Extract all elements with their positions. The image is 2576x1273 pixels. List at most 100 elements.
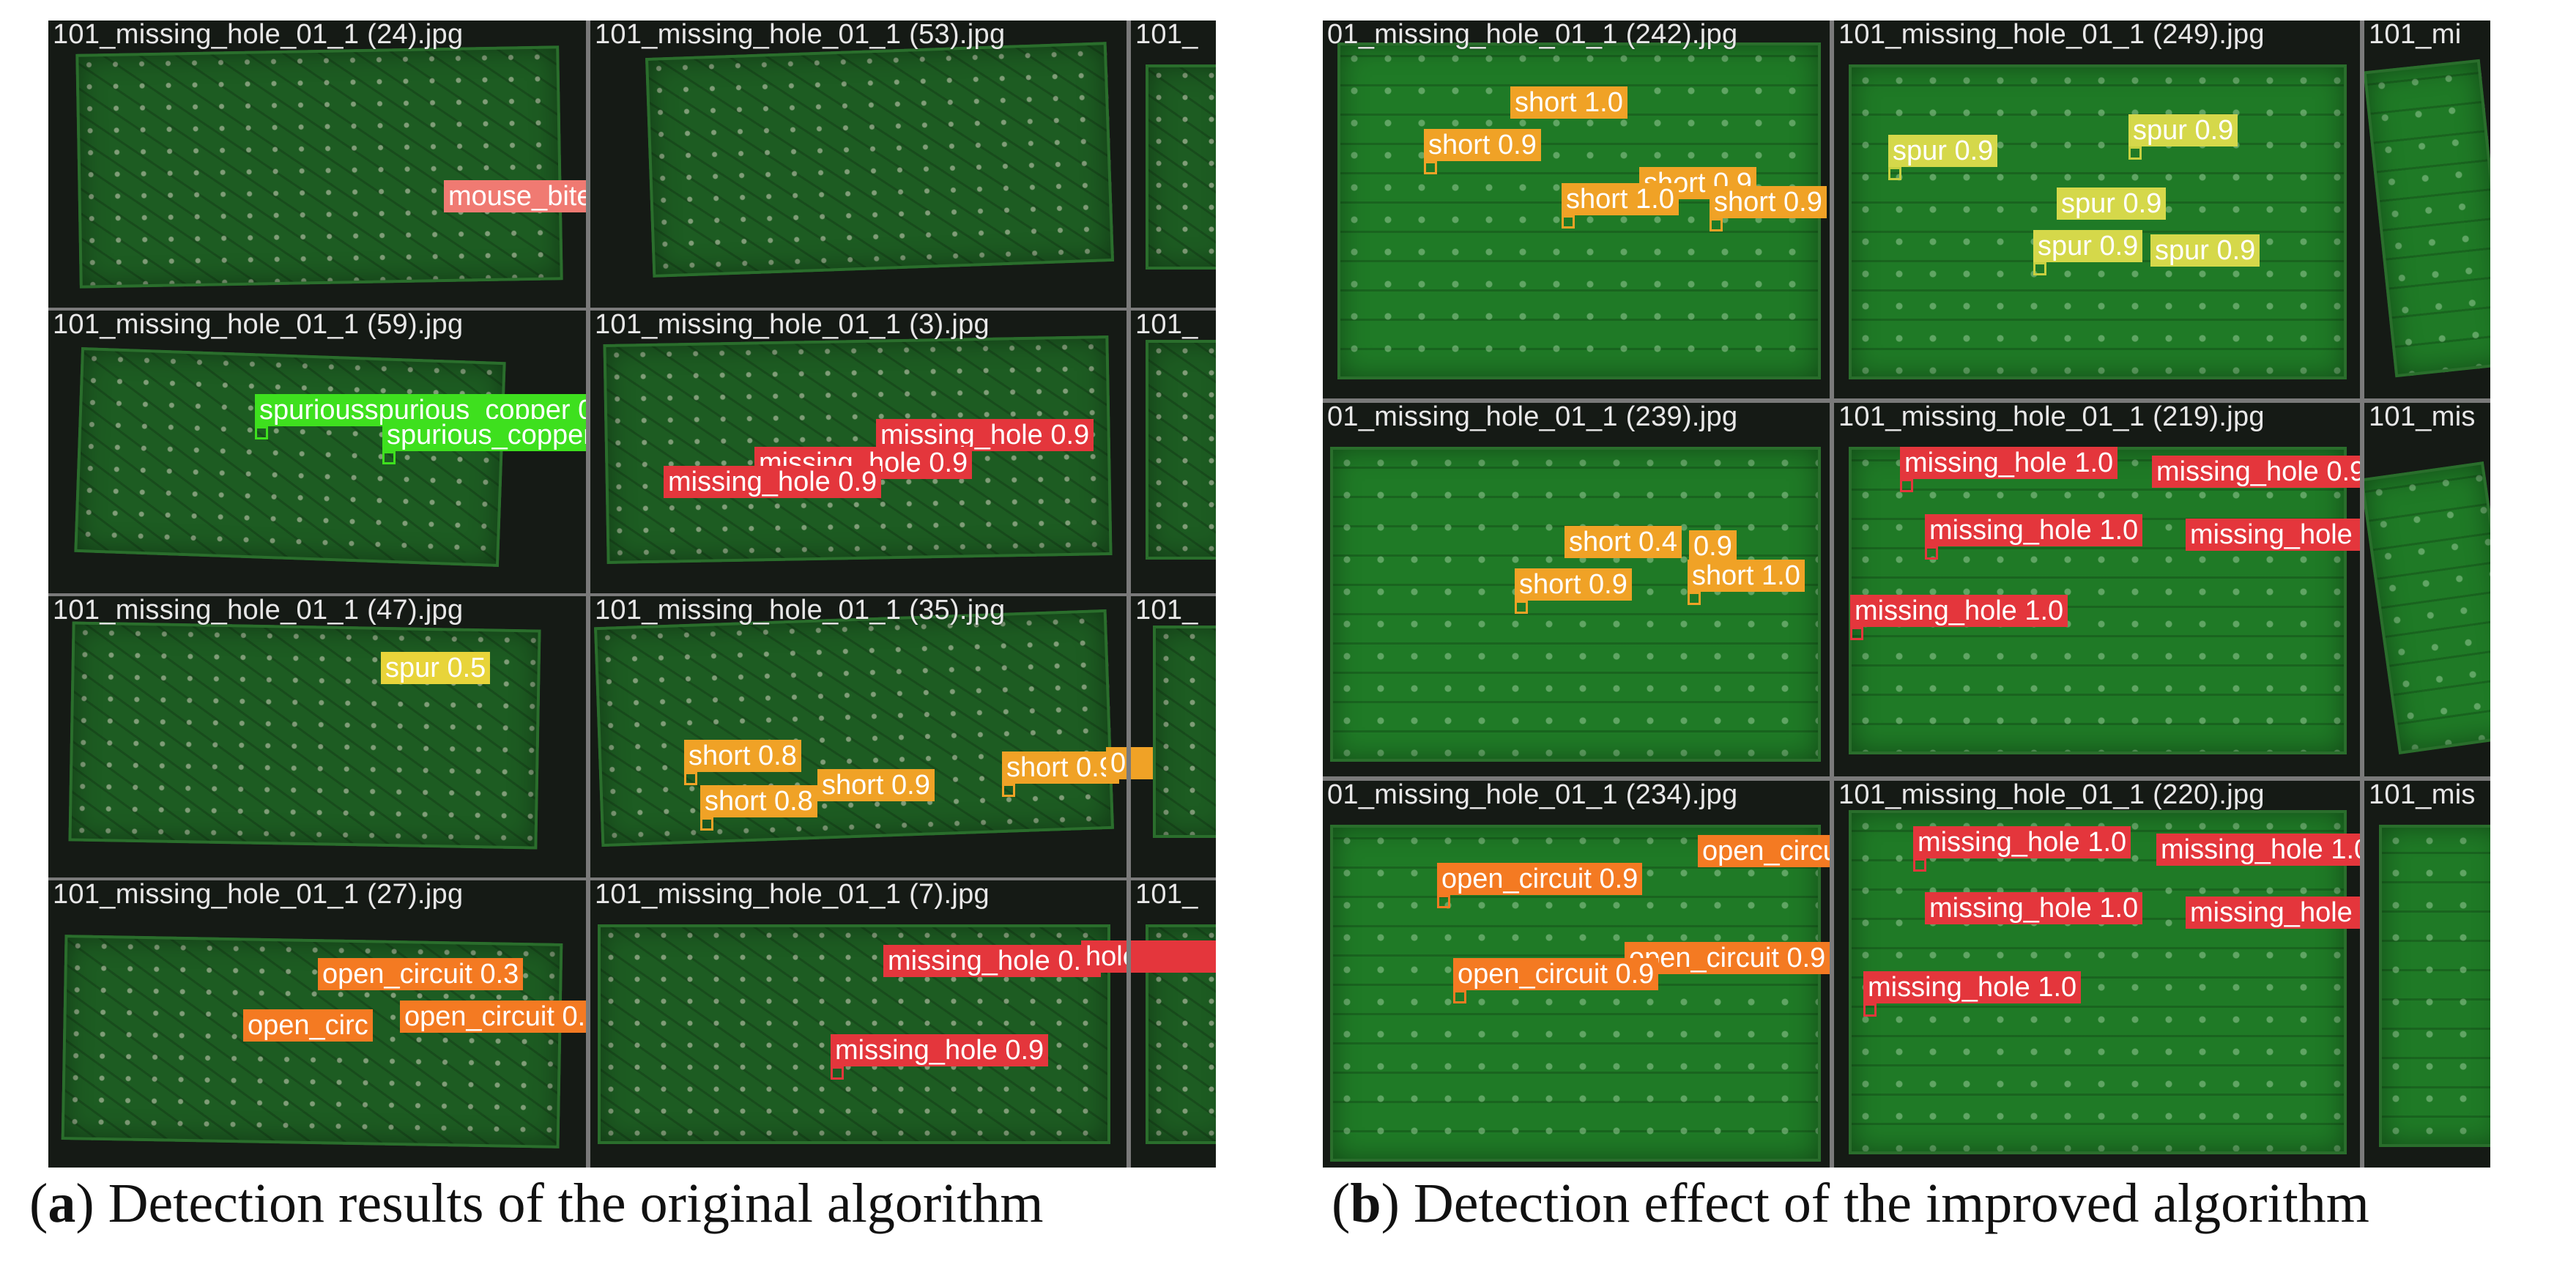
cell-a-10: 101_missing_hole_01_1 (27).jpg open_circ…	[48, 880, 586, 1168]
detection-label: open_circuit 0.9	[1437, 863, 1643, 895]
cell-a-11: 101_missing_hole_01_1 (7).jpg missing_ho…	[590, 880, 1126, 1168]
image-filename: 101_missing_hole_01_1 (59).jpg	[53, 311, 464, 340]
detection-label: short 0.9	[1002, 751, 1119, 784]
cell-b-5: 101_missing_hole_01_1 (219).jpg missing_…	[1834, 403, 2360, 776]
detection-label: open_circ	[243, 1009, 373, 1042]
image-filename: 101_	[1135, 21, 1198, 50]
detection-box	[1453, 990, 1466, 1003]
detection-label: missing_hole 1.0	[2156, 834, 2360, 866]
detection-label: spur 0.5	[381, 652, 491, 684]
detection-label: open_circuit 0.9	[1625, 942, 1830, 974]
detection-label: short 0.4	[1564, 526, 1682, 558]
image-filename: 01_missing_hole_01_1 (242).jpg	[1327, 21, 1738, 50]
detection-label: missing_hole 0.9	[664, 466, 882, 498]
image-filename: 101_missing_hole_01_1 (35).jpg	[595, 596, 1006, 626]
detection-box	[2128, 146, 2142, 160]
detection-label: spur 0.9	[2128, 114, 2238, 146]
image-filename: 01_missing_hole_01_1 (234).jpg	[1327, 781, 1738, 810]
pcb-board	[75, 45, 563, 289]
detection-label: missing_hole 0.9	[876, 419, 1094, 451]
detection-box	[700, 817, 713, 831]
cell-a-3: 101_	[1131, 21, 1216, 308]
detection-box	[1424, 161, 1437, 174]
cell-b-2: 101_missing_hole_01_1 (249).jpg spur 0.9…	[1834, 21, 2360, 398]
detection-label: missing_hole 1.0	[1913, 826, 2131, 858]
image-filename: 101_missing_hole_01_1 (249).jpg	[1838, 21, 2265, 50]
panel-b: 01_missing_hole_01_1 (242).jpg short 1.0…	[1323, 21, 2490, 1168]
detection-box	[1913, 858, 1926, 872]
cell-b-3: 101_mi	[2364, 21, 2490, 398]
detection-label: missing_hole 1.0	[1863, 971, 2082, 1003]
pcb-board	[1849, 447, 2347, 754]
detection-label: open_circuit 0.9	[1698, 835, 1830, 867]
detection-label: open_circuit 0.9	[1453, 958, 1659, 990]
detection-label: mouse_bite 0.3	[444, 180, 586, 212]
detection-label: hole	[1081, 940, 1126, 973]
caption-open: (	[29, 1173, 48, 1234]
cell-b-9: 101_mis	[2364, 781, 2490, 1168]
cell-a-12: 101_	[1131, 880, 1216, 1168]
detection-label: open_circuit 0.3	[400, 1001, 586, 1033]
pcb-board	[1330, 447, 1821, 762]
detection-label: open_circuit 0.3	[318, 958, 524, 990]
detection-label: missing_hole 1.0	[2186, 897, 2360, 929]
pcb-board	[74, 346, 506, 568]
detection-label: spur 0.9	[1888, 135, 1998, 167]
pcb-board	[1153, 626, 1216, 838]
image-filename: 101_missing_hole_01_1 (219).jpg	[1838, 403, 2265, 432]
detection-label: short 1.0	[1510, 86, 1627, 119]
image-filename: 101_	[1135, 596, 1198, 626]
detection-label: short 1.0	[1562, 183, 1679, 215]
detection-box	[2033, 262, 2046, 275]
cell-a-2: 101_missing_hole_01_1 (53).jpg	[590, 21, 1126, 308]
image-filename: 101_missing_hole_01_1 (27).jpg	[53, 880, 464, 910]
caption-b: (b) Detection effect of the improved alg…	[1332, 1172, 2369, 1236]
cell-b-1: 01_missing_hole_01_1 (242).jpg short 1.0…	[1323, 21, 1830, 398]
pcb-board	[2364, 461, 2490, 754]
pcb-board	[2364, 59, 2490, 378]
cell-b-4: 01_missing_hole_01_1 (239).jpg short 0.4…	[1323, 403, 1830, 776]
caption-a: (a) Detection results of the original al…	[29, 1172, 1044, 1236]
detection-label: missing_hole 1.0	[1925, 892, 2143, 924]
detection-box	[684, 772, 697, 785]
image-filename: 101_missing_hole_01_1 (47).jpg	[53, 596, 464, 626]
detection-label: spurious_copper 0.6	[382, 419, 586, 451]
detection-box	[1888, 167, 1901, 180]
detection-box	[1515, 601, 1528, 614]
detection-label: missing_hole 1.0	[1850, 595, 2068, 627]
detection-label: short 0.8	[684, 740, 801, 772]
detection-box	[1900, 479, 1913, 492]
detection-label: short 0.9	[1515, 568, 1632, 601]
cell-b-6: 101_mis	[2364, 403, 2490, 776]
detection-label: missing_hole 0.9	[831, 1034, 1049, 1066]
image-filename: 101_missing_hole_01_1 (7).jpg	[595, 880, 990, 910]
image-filename: 101_missing_hole_01_1 (24).jpg	[53, 21, 464, 50]
image-filename: 101_missing_hole_01_1 (220).jpg	[1838, 781, 2265, 810]
panel-a: 101_missing_hole_01_1 (24).jpg mouse_bit…	[48, 21, 1216, 1168]
cell-a-8: 101_missing_hole_01_1 (35).jpg short 0.8…	[590, 596, 1126, 877]
image-filename: 101_	[1135, 311, 1198, 340]
detection-label: short 1.0	[1688, 560, 1805, 592]
caption-text: ) Detection effect of the improved algor…	[1381, 1173, 2369, 1234]
detection-box	[1710, 218, 1723, 231]
pcb-board	[645, 42, 1115, 278]
detection-box	[1562, 215, 1575, 229]
caption-text: ) Detection results of the original algo…	[75, 1173, 1044, 1234]
detection-box	[1002, 784, 1015, 797]
pcb-board	[593, 609, 1115, 847]
detection-label: missing_hole 0.9	[2152, 456, 2360, 488]
detection-box	[1688, 592, 1701, 605]
detection-label	[1131, 940, 1216, 973]
image-filename: 101_mi	[2369, 21, 2462, 50]
image-filename: 01_missing_hole_01_1 (239).jpg	[1327, 403, 1738, 432]
image-filename: 101_missing_hole_01_1 (53).jpg	[595, 21, 1006, 50]
image-filename: 101_mis	[2369, 403, 2476, 432]
detection-label: short 0.9	[1424, 129, 1541, 161]
detection-label: spur 0.9	[2057, 188, 2167, 220]
cell-a-1: 101_missing_hole_01_1 (24).jpg mouse_bit…	[48, 21, 586, 308]
detection-box	[255, 426, 268, 439]
cell-b-7: 01_missing_hole_01_1 (234).jpg open_circ…	[1323, 781, 1830, 1168]
detection-label	[1131, 747, 1153, 779]
detection-label: short 0.8	[700, 785, 817, 817]
detection-box	[831, 1066, 844, 1080]
